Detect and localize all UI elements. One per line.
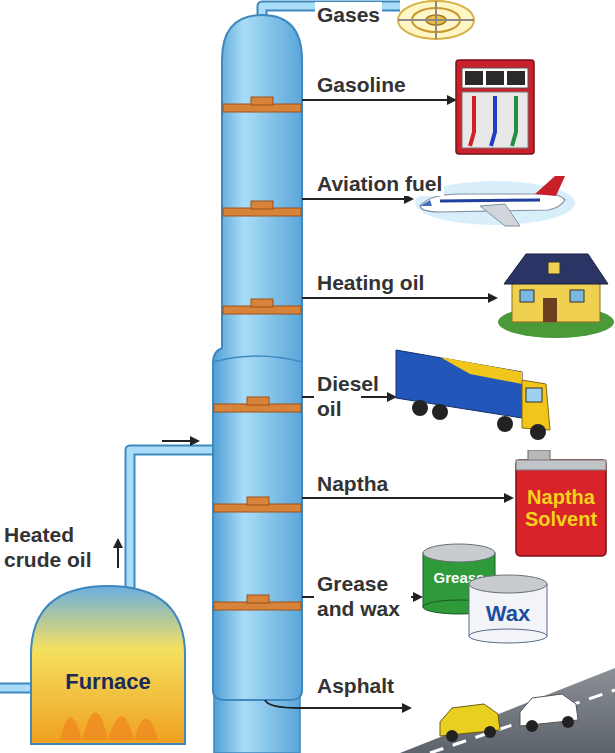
- gas-burner: [398, 1, 474, 39]
- road: [400, 668, 615, 753]
- naptha-can: Naptha Solvent: [514, 450, 608, 558]
- fraction-label: Gasoline: [315, 72, 408, 97]
- yellow-car: [440, 704, 500, 742]
- fraction-label: Heating oil: [315, 270, 426, 295]
- furnace-shape: [30, 585, 186, 745]
- wax-can-text: Wax: [468, 601, 548, 626]
- fraction-label: Diesel oil: [315, 371, 361, 421]
- house: [498, 254, 614, 338]
- inlet-pipe: [0, 685, 34, 692]
- fraction-label: Naptha: [315, 471, 390, 496]
- feed-pipe: [130, 450, 216, 600]
- feed-arrow: [162, 440, 198, 442]
- feed-label: Heated crude oil: [2, 522, 106, 572]
- feed-pipe: [130, 450, 216, 600]
- trays: [214, 97, 301, 610]
- wax-can: Wax: [468, 574, 548, 644]
- column-joint: [213, 356, 302, 362]
- furnace: Furnace: [30, 585, 186, 745]
- inlet-pipe: [0, 683, 34, 694]
- crude-arrow: [117, 540, 119, 568]
- fraction-label: Aviation fuel: [315, 171, 444, 196]
- gas-pump: [456, 60, 534, 154]
- fraction-label: Grease and wax: [315, 571, 411, 621]
- naptha-can-text: Naptha Solvent: [514, 486, 608, 530]
- fractionating-column: [213, 15, 302, 700]
- gas-label: Gases: [315, 2, 382, 27]
- truck: [396, 350, 550, 440]
- fraction-label: Asphalt: [315, 673, 396, 698]
- furnace-text: Furnace: [30, 669, 186, 694]
- white-car: [520, 694, 578, 732]
